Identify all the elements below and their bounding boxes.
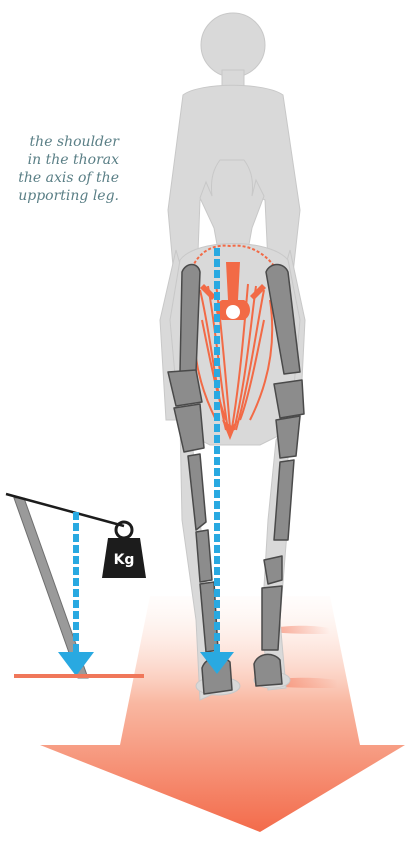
lever-diagram: Kg [6,494,146,678]
weight-label: Kg [114,552,135,568]
ground-arrow [40,596,405,832]
down-arrow-icon [58,652,94,676]
kg-weight-icon: Kg [102,522,146,578]
